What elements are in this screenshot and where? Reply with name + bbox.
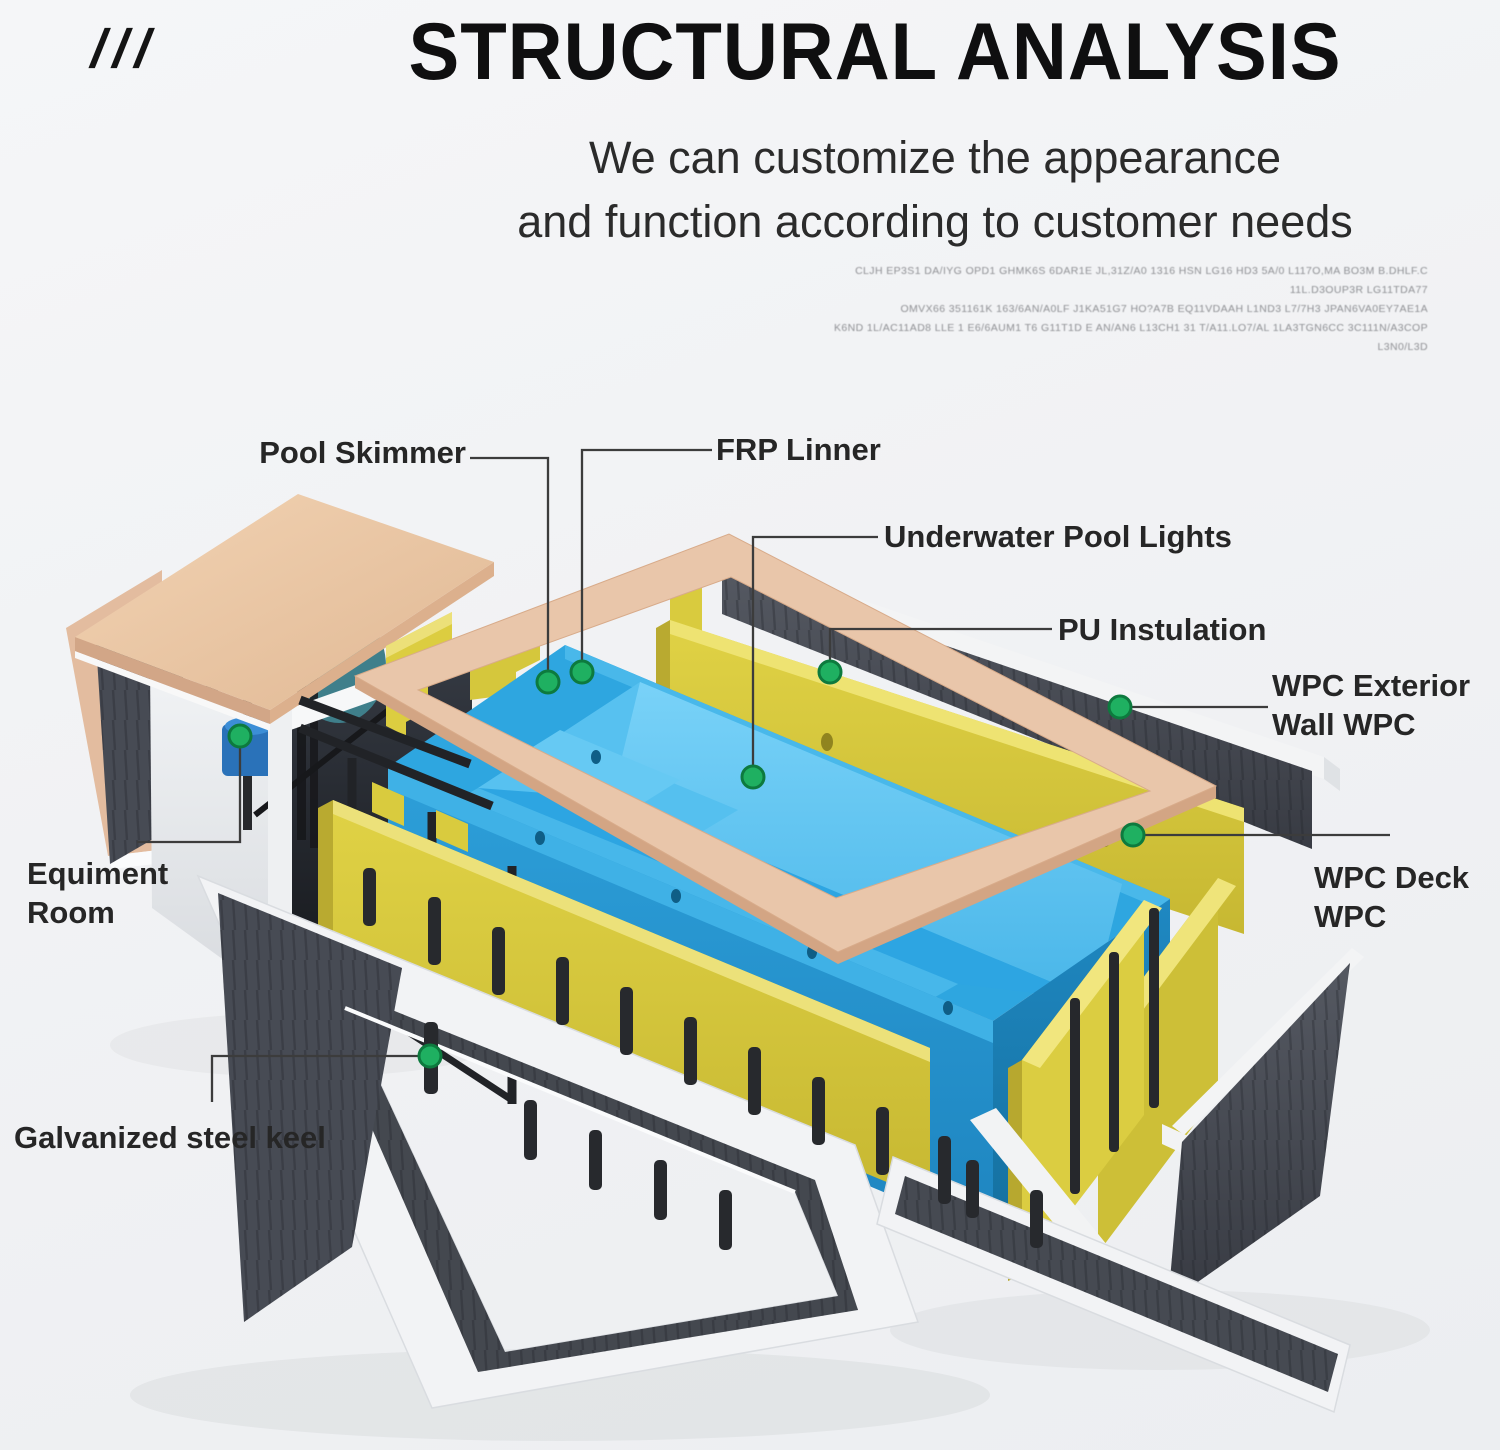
label-wpc-deck: WPC Deck WPC <box>1314 858 1469 937</box>
label-wpc-deck-line1: WPC Deck <box>1314 860 1470 895</box>
base-frame-right-3d <box>876 1155 1351 1414</box>
label-galvanized-steel-keel: Galvanized steel keel <box>14 1120 326 1155</box>
subtitle-line1: We can customize the appearance <box>588 132 1282 183</box>
subtitle-line2: and function according to customer needs <box>517 195 1353 247</box>
leader-underwater-lights <box>751 535 878 777</box>
label-underwater-pool-lights: Underwater Pool Lights <box>884 519 1232 554</box>
label-pu-insulation: PU Instulation <box>1058 612 1267 647</box>
label-wpc-exterior-line1: WPC Exterior <box>1272 668 1471 703</box>
subtitle: We can customize the appearance and func… <box>430 126 1440 254</box>
leader-equipment-room <box>137 736 242 844</box>
dot-equipment-room <box>227 723 253 749</box>
dot-wpc-deck <box>1120 822 1146 848</box>
page-title: STRUCTURAL ANALYSIS <box>408 7 1342 97</box>
wpc-wall-panel-detached-3d <box>1168 948 1364 1303</box>
fine-print-line3: K6ND 1L/AC11AD8 LLE 1 E6/6AUM1 T6 G11T1D… <box>833 321 1428 353</box>
dot-underwater-lights <box>740 764 766 790</box>
callout-dots <box>227 659 1146 1069</box>
dot-wpc-exterior <box>1107 694 1133 720</box>
label-equipment-room-line1: Equiment <box>27 856 169 891</box>
leader-frp-liner <box>580 448 712 672</box>
label-equipment-room: Equiment Room <box>27 854 168 933</box>
label-wpc-exterior-wall: WPC Exterior Wall WPC <box>1272 666 1470 745</box>
dot-frp-liner <box>569 659 595 685</box>
callout-leaders <box>137 448 1390 1102</box>
leader-pu-insulation <box>828 627 1052 672</box>
deck-ring-3d <box>353 533 1218 964</box>
dot-pool-skimmer <box>535 669 561 695</box>
label-frp-liner: FRP Linner <box>716 432 881 467</box>
steel-keel-studs <box>363 868 1043 1250</box>
leader-steel-keel <box>210 1054 430 1102</box>
fine-print-line1: CLJH EP3S1 DA/IYG OPD1 GHMK6S 6DAR1E JL,… <box>855 265 1428 296</box>
label-pool-skimmer: Pool Skimmer <box>259 435 466 470</box>
fine-print: CLJH EP3S1 DA/IYG OPD1 GHMK6S 6DAR1E JL,… <box>788 262 1428 356</box>
label-wpc-deck-line2: WPC <box>1314 899 1387 935</box>
dot-steel-keel <box>417 1043 443 1069</box>
fine-print-line2: OMVX66 351161K 163/6AN/A0LF J1KA51G7 HO?… <box>900 302 1428 315</box>
label-wpc-exterior-line2: Wall WPC <box>1272 707 1416 743</box>
label-equipment-room-line2: Room <box>27 895 115 931</box>
base-frame-3d <box>196 874 920 1409</box>
leader-pool-skimmer <box>470 456 550 682</box>
dot-pu-insulation <box>817 659 843 685</box>
